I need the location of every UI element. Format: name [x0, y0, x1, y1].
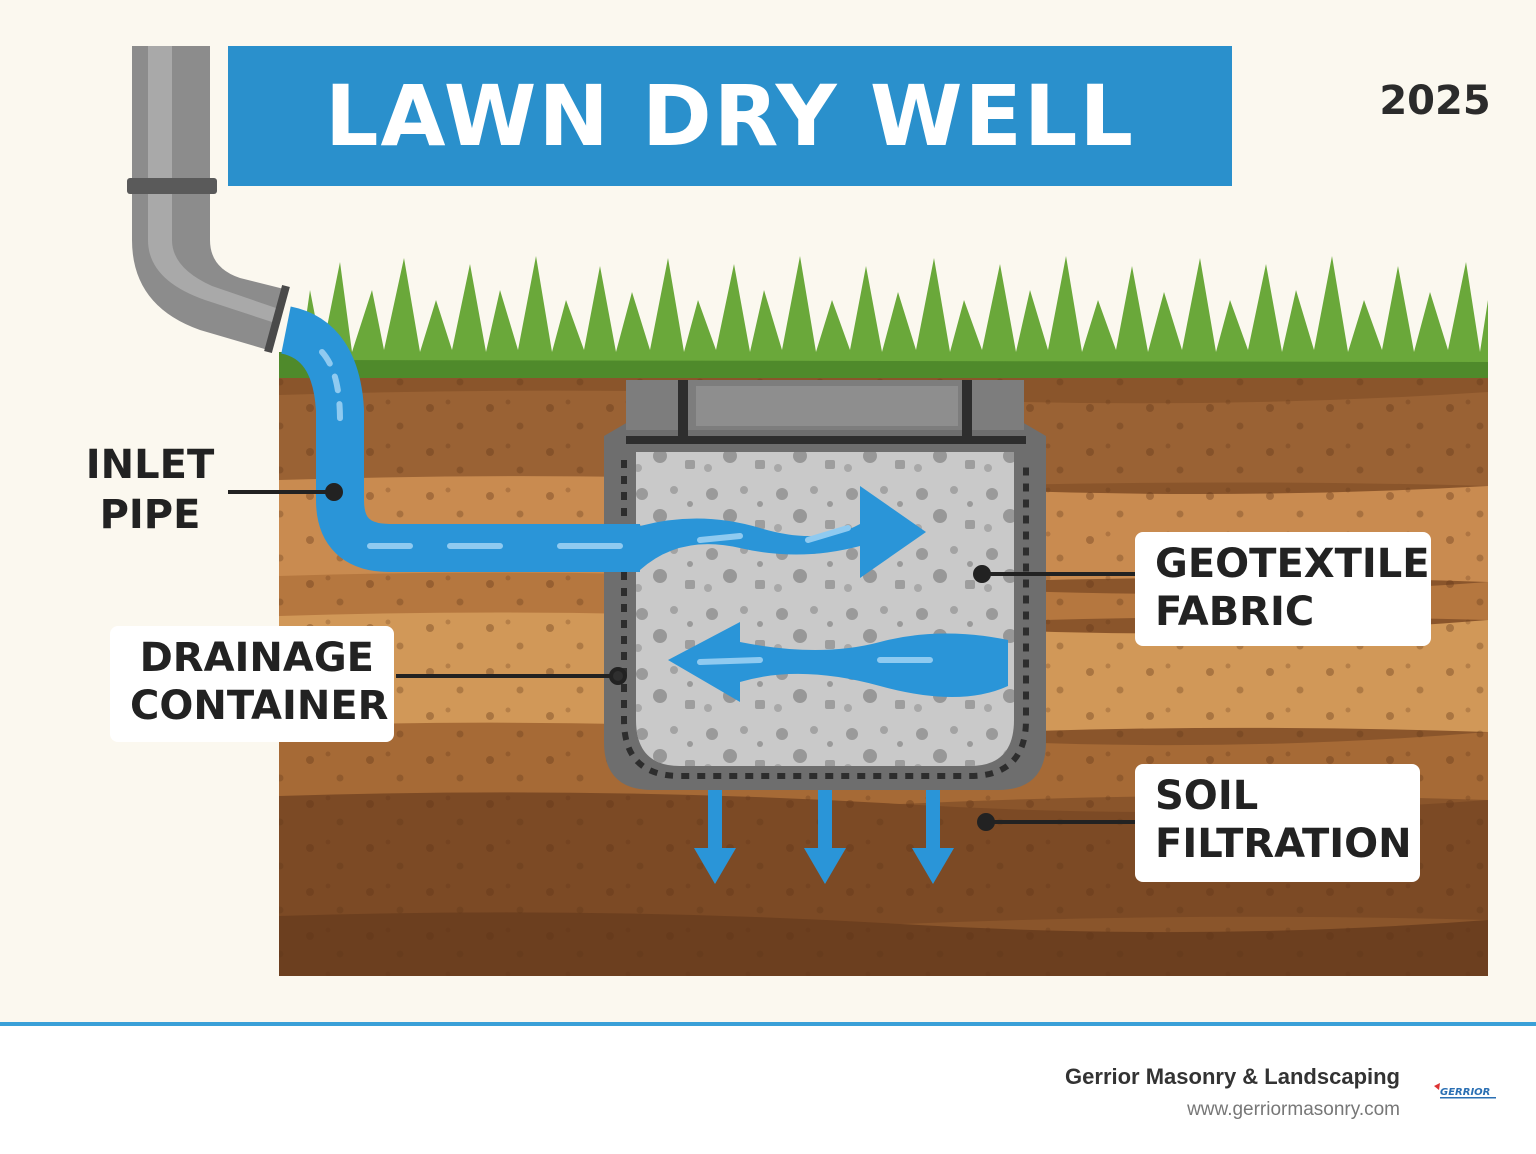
inlet-pipe-label: INLET PIPE	[70, 440, 230, 540]
drainage-container	[604, 380, 1046, 790]
soil-filtration-label: SOIL FILTRATION	[1135, 764, 1420, 882]
footer-divider	[0, 1022, 1536, 1026]
company-logo: GERRIOR	[1434, 1083, 1496, 1099]
grass-icon	[279, 256, 1488, 378]
page-title: LAWN DRY WELL	[325, 67, 1135, 165]
logo-text: GERRIOR	[1440, 1087, 1490, 1098]
water-flow	[279, 306, 1008, 702]
year-label: 2025	[1379, 78, 1491, 124]
downspout-pipe-icon	[127, 46, 290, 354]
footer	[0, 1026, 1536, 1154]
company-url[interactable]: www.gerriormasonry.com	[1187, 1099, 1400, 1120]
drainage-label-line2: CONTAINER	[130, 683, 389, 729]
down-arrow-icon	[694, 790, 736, 884]
geotextile-label-line1: GEOTEXTILE	[1155, 541, 1430, 587]
water-arrow-icon	[668, 622, 1008, 702]
inlet-label-line1: INLET	[85, 442, 215, 488]
down-arrows	[694, 790, 954, 884]
water-arrow-icon	[640, 486, 926, 578]
title-banner: LAWN DRY WELL	[228, 46, 1232, 186]
soil-label-line1: SOIL	[1155, 773, 1259, 819]
drainage-label-line1: DRAINAGE	[139, 635, 374, 681]
geotextile-label-line2: FABRIC	[1155, 589, 1315, 635]
drainage-container-label: DRAINAGE CONTAINER	[110, 626, 394, 742]
leader-lines	[228, 483, 1136, 831]
company-name: Gerrior Masonry & Landscaping	[1065, 1064, 1400, 1089]
down-arrow-icon	[912, 790, 954, 884]
inlet-label-line2: PIPE	[99, 492, 201, 538]
soil-label-line2: FILTRATION	[1155, 821, 1412, 867]
down-arrow-icon	[804, 790, 846, 884]
geotextile-fabric-label: GEOTEXTILE FABRIC	[1135, 532, 1431, 646]
